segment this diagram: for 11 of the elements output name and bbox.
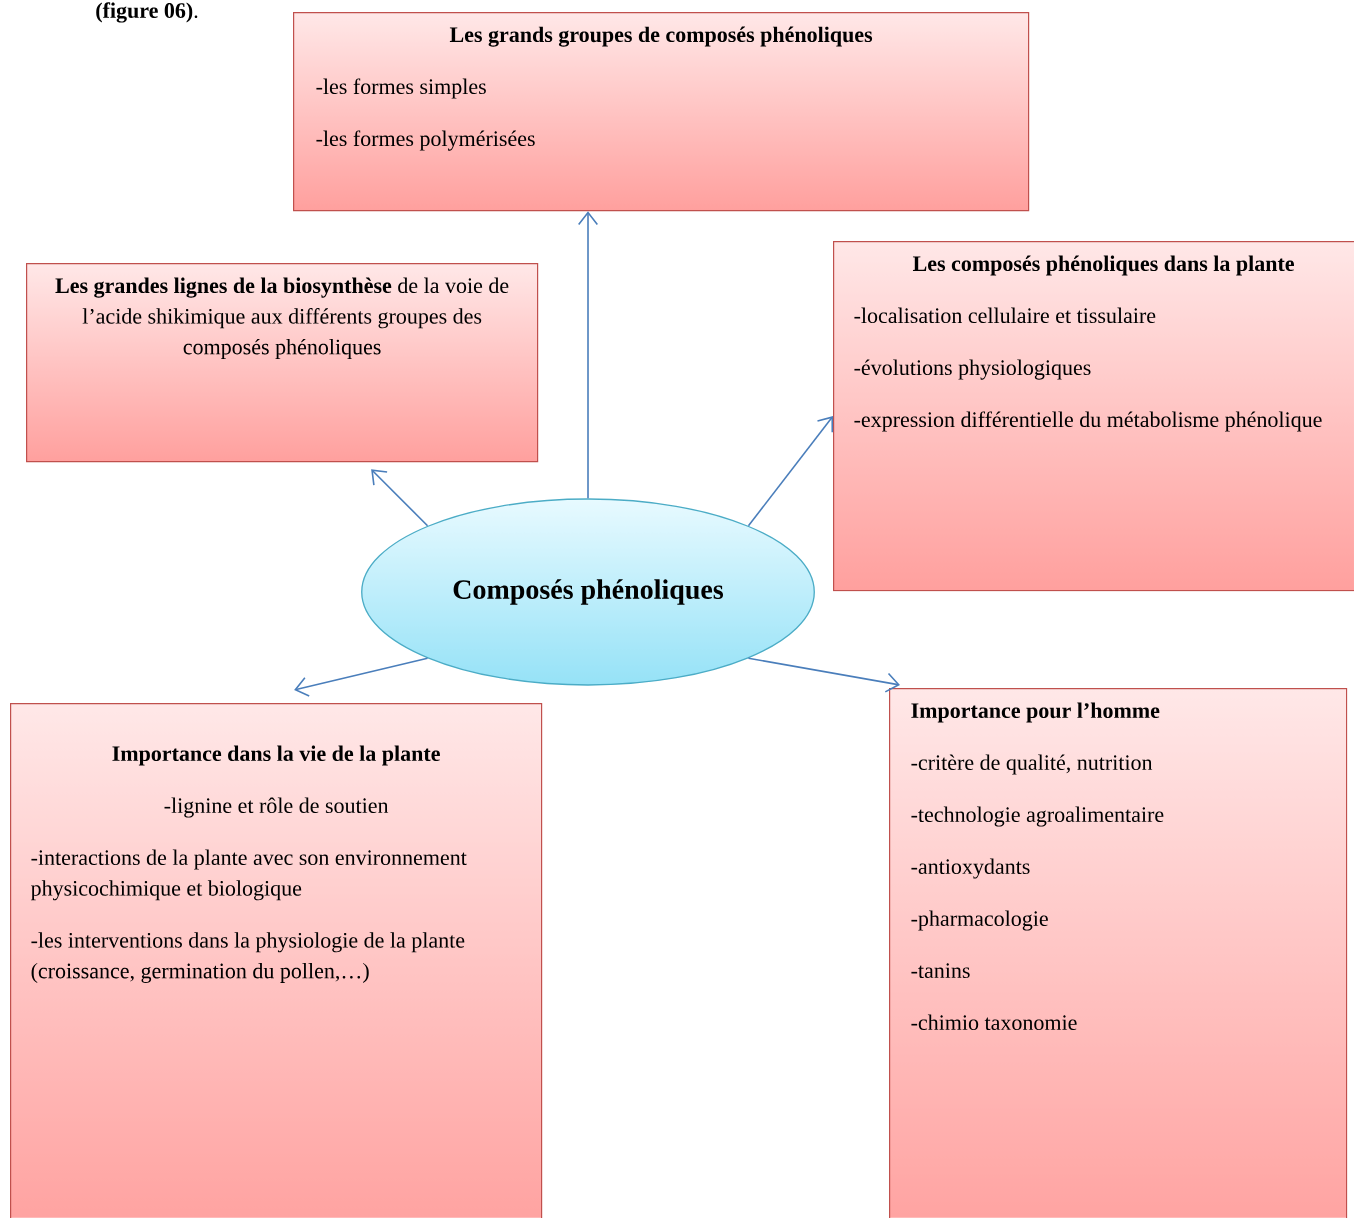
- text-box: Importance pour l’homme -critère de qualité, nutrition -technologie agroalimentaire -antioxydants -pharmacologie -tanins -chimio taxonomie: [889, 688, 1348, 1218]
- arrow: [577, 211, 599, 500]
- arrow: [747, 416, 834, 527]
- text-box: Les grands groupes de composés phénoliques -les formes simples -les formes polymérisées: [293, 12, 1030, 212]
- text-box: Importance dans la vie de la plante -lignine et rôle de soutien -interactions de la plante avec son environnement physicochimique et biologique -les interventions dans la physiologie de la plante (croissance, germination du pollen,…): [10, 703, 543, 1218]
- arrow: [371, 469, 429, 527]
- arrow: [747, 657, 900, 693]
- text-box: Les grandes lignes de la biosynthèse de la voie de l’acide shikimique aux différents groupes des composés phénoliques: [26, 263, 539, 463]
- figure-reference: (figure 06).: [96, 2, 198, 23]
- arrow: [294, 657, 429, 697]
- text-box: Les composés phénoliques dans la plante -localisation cellulaire et tissulaire -évolutions physiologiques -expression différentielle du métabolisme phénolique: [833, 241, 1354, 592]
